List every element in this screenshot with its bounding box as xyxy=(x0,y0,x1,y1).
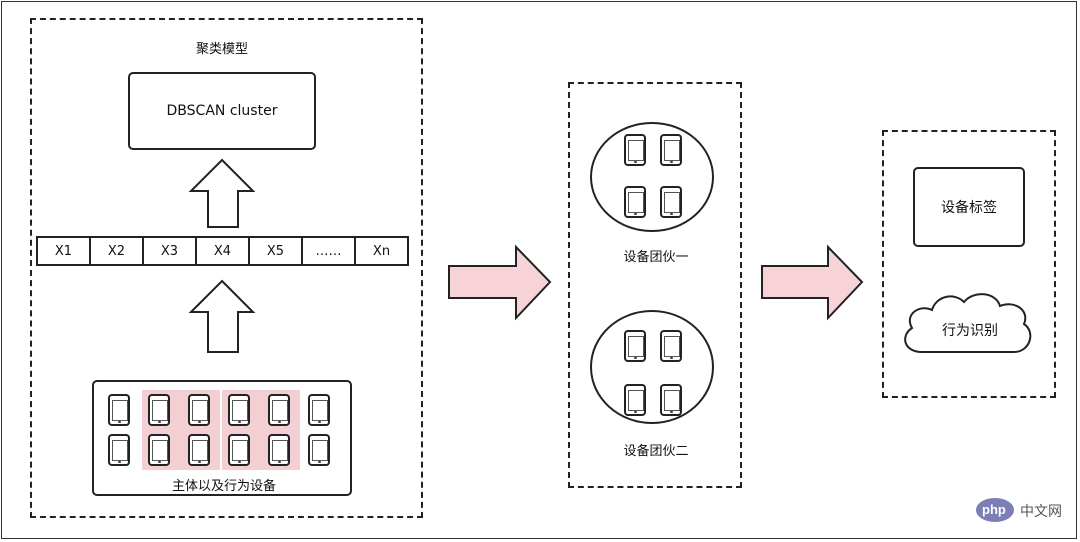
watermark-text: 中文网 xyxy=(1020,503,1062,519)
result-panel xyxy=(882,130,1056,398)
phone-icon xyxy=(188,394,210,426)
device-tag-box: 设备标签 xyxy=(913,167,1025,247)
phone-icon xyxy=(660,330,682,362)
up-arrow-icon xyxy=(188,279,256,353)
gang-circle-2 xyxy=(590,310,714,424)
phone-icon xyxy=(228,434,250,466)
phone-icon xyxy=(624,330,646,362)
phone-icon xyxy=(268,394,290,426)
phone-icon xyxy=(660,186,682,218)
right-arrow-icon xyxy=(448,244,552,321)
phone-icon xyxy=(228,394,250,426)
feature-cell: X2 xyxy=(91,238,144,264)
phone-icon xyxy=(308,434,330,466)
gang-1-label: 设备团伙一 xyxy=(623,250,689,265)
gang-circle-1 xyxy=(590,122,714,232)
feature-cell: X4 xyxy=(197,238,250,264)
behavior-label: 行为识别 xyxy=(942,323,998,339)
device-caption: 主体以及行为设备 xyxy=(171,479,277,494)
device-tag-label: 设备标签 xyxy=(941,200,997,216)
feature-cell: …… xyxy=(303,238,356,264)
phone-icon xyxy=(148,394,170,426)
phone-icon xyxy=(108,434,130,466)
phone-icon xyxy=(624,384,646,416)
right-arrow-icon xyxy=(761,244,864,321)
watermark-brand: php xyxy=(982,502,1006,517)
gang-2-label: 设备团伙二 xyxy=(623,444,689,459)
feature-vector: X1 X2 X3 X4 X5 …… Xn xyxy=(36,236,409,266)
phone-icon xyxy=(660,384,682,416)
phone-icon xyxy=(268,434,290,466)
dbscan-label: DBSCAN cluster xyxy=(166,103,278,119)
cloud-icon xyxy=(904,293,1032,353)
up-arrow-icon xyxy=(188,158,256,228)
phone-icon xyxy=(624,134,646,166)
php-logo-icon xyxy=(976,498,1014,522)
gang-panel xyxy=(568,82,742,488)
device-group-box: 主体以及行为设备 xyxy=(92,380,352,496)
model-title: 聚类模型 xyxy=(195,42,249,57)
phone-icon xyxy=(108,394,130,426)
phone-icon xyxy=(624,186,646,218)
phone-icon xyxy=(148,434,170,466)
feature-cell: X3 xyxy=(144,238,197,264)
dbscan-box: DBSCAN cluster xyxy=(128,72,316,150)
phone-icon xyxy=(188,434,210,466)
feature-cell: X5 xyxy=(250,238,303,264)
feature-cell: Xn xyxy=(372,243,391,259)
feature-cell: X1 xyxy=(38,238,91,264)
model-panel xyxy=(30,18,423,518)
phone-icon xyxy=(308,394,330,426)
phone-icon xyxy=(660,134,682,166)
